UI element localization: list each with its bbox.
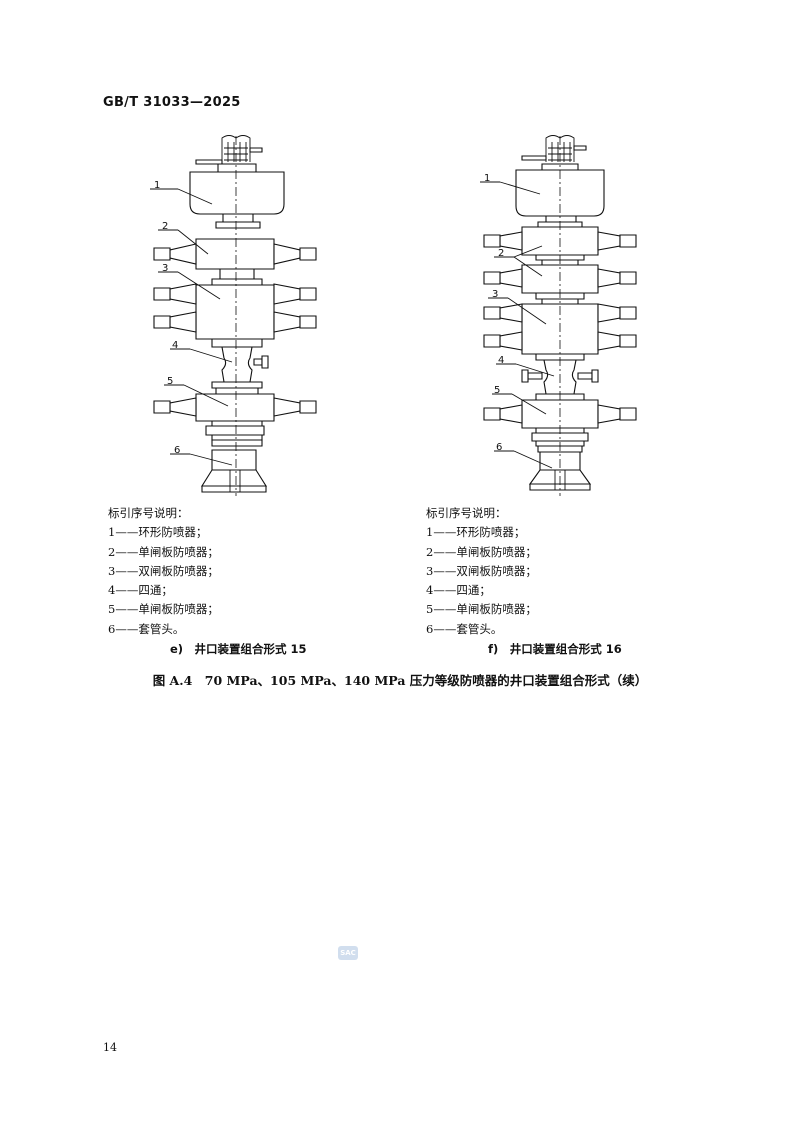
subcaption-e: e) 井口装置组合形式 15 (170, 642, 307, 656)
legend-title: 标引序号说明： (426, 506, 507, 520)
casing-head (202, 450, 266, 492)
legend-item: 2——单闸板防喷器； (108, 544, 219, 559)
part-label-6: 6 (174, 445, 180, 456)
sac-watermark: SAC (338, 946, 358, 960)
legend-title: 标引序号说明： (108, 506, 189, 520)
part-label-2: 2 (498, 248, 504, 259)
legend-item: 6——套管头。 (108, 621, 185, 636)
leader-lines (150, 189, 232, 465)
legend-item: 1——环形防喷器； (426, 525, 526, 540)
spool-cross (222, 347, 268, 382)
leader-lines (480, 182, 554, 468)
single-ram-bop-2b (484, 265, 636, 293)
part-label-1: 1 (154, 180, 160, 191)
wellhead-assembly-diagram-e: 1 2 3 4 5 6 (150, 132, 320, 498)
legend-item: 4——四通； (426, 583, 491, 598)
standard-code: GB/T 31033—2025 (103, 95, 241, 110)
page-number: 14 (103, 1041, 117, 1054)
part-label-5: 5 (167, 376, 173, 387)
part-label-2: 2 (162, 221, 168, 232)
subcaption-f: f) 井口装置组合形式 16 (488, 642, 622, 656)
legend-item: 3——双闸板防喷器； (108, 563, 219, 578)
double-ram-bop (154, 284, 316, 339)
legend-item: 5——单闸板防喷器； (108, 602, 219, 617)
legend-item: 2——单闸板防喷器； (426, 544, 537, 559)
legend-item: 3——双闸板防喷器； (426, 563, 537, 578)
figure-caption: 图 A.4 70 MPa、105 MPa、140 MPa 压力等级防喷器的井口装… (152, 673, 648, 688)
single-ram-bop-2 (154, 239, 316, 269)
legend-f: 标引序号说明： 1——环形防喷器； 2——单闸板防喷器； 3——双闸板防喷器； … (426, 504, 537, 639)
part-label-1: 1 (484, 173, 490, 184)
legend-item: 4——四通； (108, 583, 173, 598)
single-ram-bop-5 (154, 394, 316, 421)
legend-item: 1——环形防喷器； (108, 525, 208, 540)
part-label-4: 4 (498, 355, 504, 366)
part-label-4: 4 (172, 340, 178, 351)
legend-item: 6——套管头。 (426, 621, 503, 636)
part-label-3: 3 (492, 289, 498, 300)
part-label-5: 5 (494, 385, 500, 396)
annular-bop (190, 136, 284, 229)
part-label-6: 6 (496, 442, 502, 453)
legend-e: 标引序号说明： 1——环形防喷器； 2——单闸板防喷器； 3——双闸板防喷器； … (108, 504, 219, 639)
wellhead-assembly-diagram-f: 1 2 3 4 5 6 (480, 132, 640, 498)
part-label-3: 3 (162, 263, 168, 274)
legend-item: 5——单闸板防喷器； (426, 602, 537, 617)
